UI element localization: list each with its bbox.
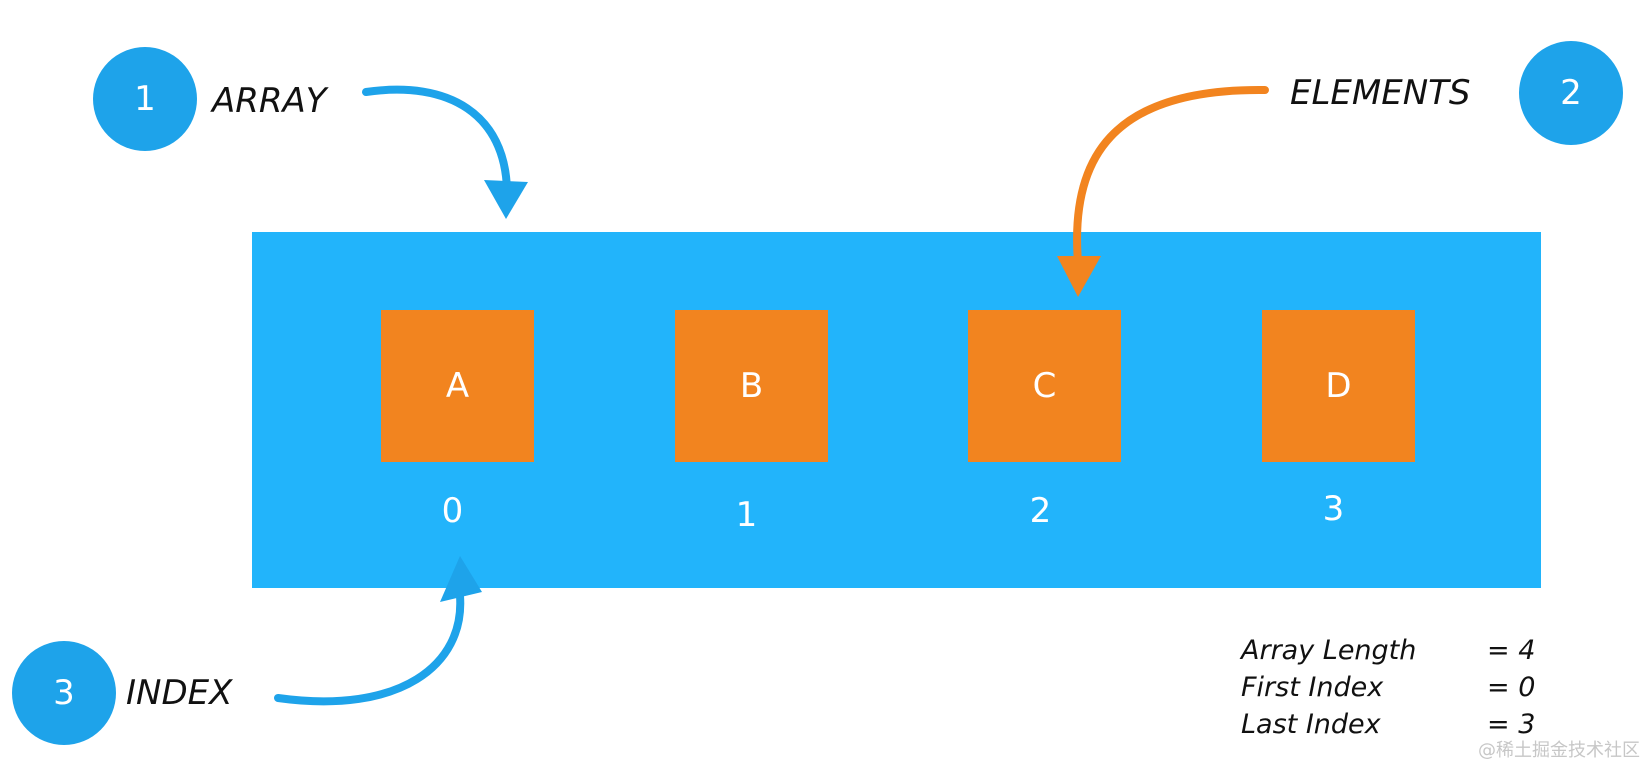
array-element-d: D — [1262, 310, 1415, 462]
badge-2: 2 — [1519, 41, 1623, 145]
element-label: C — [1032, 366, 1057, 406]
info-label-last-index: Last Index — [1241, 709, 1381, 740]
index-arrow — [274, 592, 465, 706]
element-label: B — [739, 366, 764, 406]
element-label: D — [1325, 366, 1352, 406]
array-arrow — [362, 85, 511, 194]
element-label: A — [445, 366, 470, 406]
array-container: A B C D 0 1 2 3 — [252, 232, 1541, 588]
badge-number: 2 — [1560, 73, 1582, 113]
array-element-c: C — [968, 310, 1121, 462]
index-label-3: 3 — [1322, 489, 1345, 529]
badge-number: 3 — [53, 673, 75, 713]
badge-3: 3 — [12, 641, 116, 745]
index-label-0: 0 — [441, 491, 464, 531]
info-value-array-length: = 4 — [1487, 635, 1536, 666]
badge-1: 1 — [93, 47, 197, 151]
index-title-label: INDEX — [126, 673, 233, 713]
index-label-1: 1 — [735, 495, 758, 535]
info-label-array-length: Array Length — [1241, 635, 1417, 666]
info-value-last-index: = 3 — [1487, 709, 1536, 740]
array-element-a: A — [381, 310, 534, 462]
index-label-2: 2 — [1029, 491, 1052, 531]
watermark: @稀土掘金技术社区 — [1478, 740, 1640, 761]
info-value-first-index: = 0 — [1487, 672, 1536, 703]
badge-number: 1 — [134, 79, 156, 119]
info-label-first-index: First Index — [1241, 672, 1384, 703]
elements-label: ELEMENTS — [1290, 73, 1471, 113]
array-arrow-head — [484, 180, 528, 219]
array-element-b: B — [675, 310, 828, 462]
array-label: ARRAY — [212, 81, 327, 121]
